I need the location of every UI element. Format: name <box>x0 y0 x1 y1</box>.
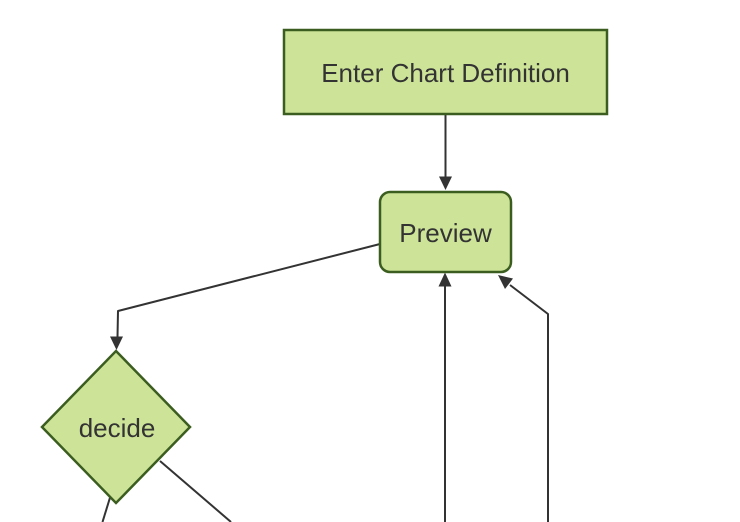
edge-decide-to-offscreen-bottom-left <box>101 495 112 522</box>
node-enter-chart-definition-shape <box>282 28 609 116</box>
edge-offscreen-bottom-right-to-preview <box>509 284 549 522</box>
arrowhead-into-preview-bottom-right-corner <box>498 275 513 289</box>
arrowhead-into-preview-top <box>439 176 452 190</box>
node-enter-chart-definition: Enter Chart Definition <box>282 28 609 116</box>
node-preview-label: Preview <box>399 218 492 248</box>
node-preview-shape <box>378 190 513 274</box>
edge-preview-to-decide <box>116 243 381 338</box>
arrowhead-into-decide-top <box>110 336 123 350</box>
edge-group <box>101 114 549 522</box>
node-enter-chart-definition-label: Enter Chart Definition <box>321 58 570 88</box>
node-decide-shape <box>40 349 192 505</box>
node-decide: decide <box>40 349 192 505</box>
edge-decide-to-offscreen-bottom-right <box>159 460 232 522</box>
arrowhead-into-preview-bottom <box>438 272 452 287</box>
node-decide-label: decide <box>79 413 156 443</box>
node-preview: Preview <box>378 190 513 274</box>
